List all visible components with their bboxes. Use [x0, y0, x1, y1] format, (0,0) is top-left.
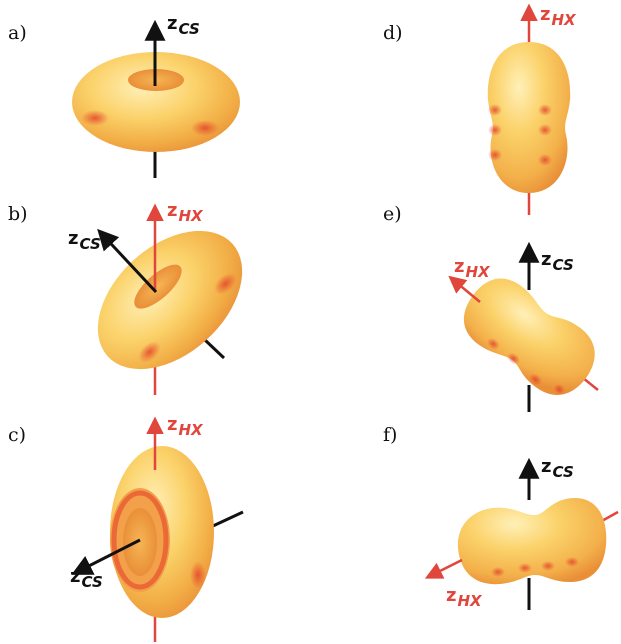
panel-b-cs-axis-label: zCS	[68, 228, 101, 253]
panel-d-drawing	[487, 3, 571, 215]
panel-f-peanut	[457, 498, 607, 585]
panel-c-label: c)	[8, 424, 27, 446]
panel-d-hx-axis-label: zHX	[540, 4, 576, 29]
panel-c-cs-axis-label: zCS	[70, 566, 103, 591]
panel-b-cs-axis	[97, 228, 158, 294]
panel-f-hx-axis	[424, 558, 463, 579]
panel-b-hx-axis-label: zHX	[167, 200, 203, 225]
panel-e-cs-axis-label: zCS	[541, 249, 574, 274]
panel-b-torus	[97, 230, 243, 370]
panel-d-label: d)	[383, 22, 403, 44]
panel-f-cs-axis-label: zCS	[541, 456, 574, 481]
panel-c-drawing	[71, 416, 244, 642]
panel-f-label: f)	[383, 424, 398, 446]
panel-a-drawing	[72, 19, 240, 178]
panel-e-label: e)	[383, 203, 402, 225]
panel-b-drawing	[97, 203, 243, 395]
panel-e-hx-axis	[448, 275, 481, 303]
panel-c-cs-axis	[71, 538, 141, 575]
panel-e-hx-axis-lower	[582, 377, 599, 391]
panel-e-drawing	[448, 241, 599, 412]
panel-a-label: a)	[8, 22, 27, 44]
panel-e-hx-axis-label: zHX	[454, 256, 490, 281]
panel-c-hx-axis-label: zHX	[167, 414, 203, 439]
panel-b-cs-axis-lower	[203, 338, 226, 360]
panel-a-cs-axis-label: zCS	[167, 13, 200, 38]
panel-f-drawing	[424, 457, 619, 610]
panel-f-hx-axis-label: zHX	[446, 585, 482, 610]
panel-d-peanut	[487, 42, 571, 193]
panel-e-peanut	[463, 278, 595, 395]
panel-b-label: b)	[8, 203, 28, 225]
